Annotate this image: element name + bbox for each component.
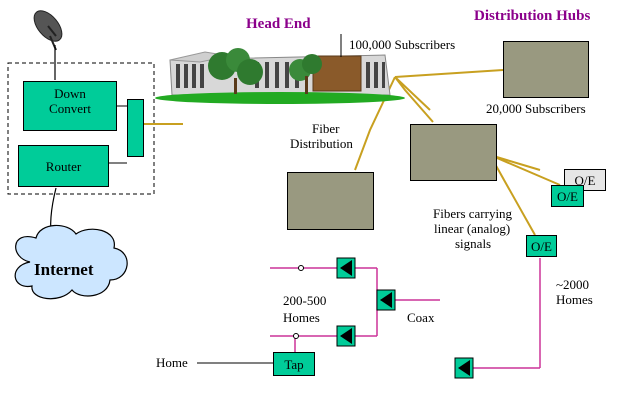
head-end-building-icon — [155, 48, 405, 104]
oe-node: O/E — [551, 185, 584, 207]
combiner-box — [127, 99, 144, 157]
head-end-title: Head End — [246, 16, 311, 32]
homes-2000-label-line1: ~2000 — [556, 277, 590, 292]
oe-label: O/E — [557, 188, 578, 204]
subscribers-100k-label: 100,000 Subscribers — [349, 37, 456, 52]
home-label: Home — [156, 355, 188, 370]
coax-tap-dot — [293, 333, 299, 339]
down-convert-label-line1: Down — [54, 86, 86, 101]
fiber-distribution-label-line2: Distribution — [290, 136, 353, 151]
subscribers-20k-label: 20,000 Subscribers — [486, 101, 586, 116]
internet-cloud-icon — [14, 224, 128, 300]
homes-200-500-label-line2: Homes — [283, 310, 320, 325]
distribution-hub — [287, 172, 374, 230]
router-label: Router — [45, 158, 82, 174]
fiber-distribution-label-line1: Fiber — [312, 121, 340, 136]
amplifier-icon — [336, 325, 356, 347]
internet-label: Internet — [34, 260, 94, 279]
fibers-label-line1: Fibers carrying — [433, 206, 513, 221]
distribution-hub — [503, 41, 589, 98]
oe-node: O/E — [526, 235, 557, 257]
fibers-label-line2: linear (analog) — [434, 221, 511, 236]
homes-200-500-label-line1: 200-500 — [283, 293, 327, 308]
fibers-label-line3: signals — [455, 236, 492, 251]
amplifier-icon — [376, 289, 396, 311]
homes-2000-label-line2: Homes — [556, 292, 593, 307]
router-box: Router — [18, 145, 109, 187]
headend-enclosure — [7, 62, 155, 195]
amplifier-icon — [336, 257, 356, 279]
tap-box: Tap — [273, 352, 315, 376]
distribution-hub — [410, 124, 497, 181]
coax-label: Coax — [407, 310, 435, 325]
distribution-hubs-title: Distribution Hubs — [474, 8, 591, 24]
oe-label: O/E — [574, 172, 596, 188]
amplifier-icon — [454, 357, 474, 379]
oe-label: O/E — [531, 238, 552, 254]
down-convert-box: Down Convert — [23, 81, 117, 131]
tap-label: Tap — [284, 356, 304, 372]
coax-tap-dot — [298, 265, 304, 271]
satellite-dish-icon — [33, 10, 63, 51]
down-convert-label-line2: Convert — [49, 101, 91, 116]
